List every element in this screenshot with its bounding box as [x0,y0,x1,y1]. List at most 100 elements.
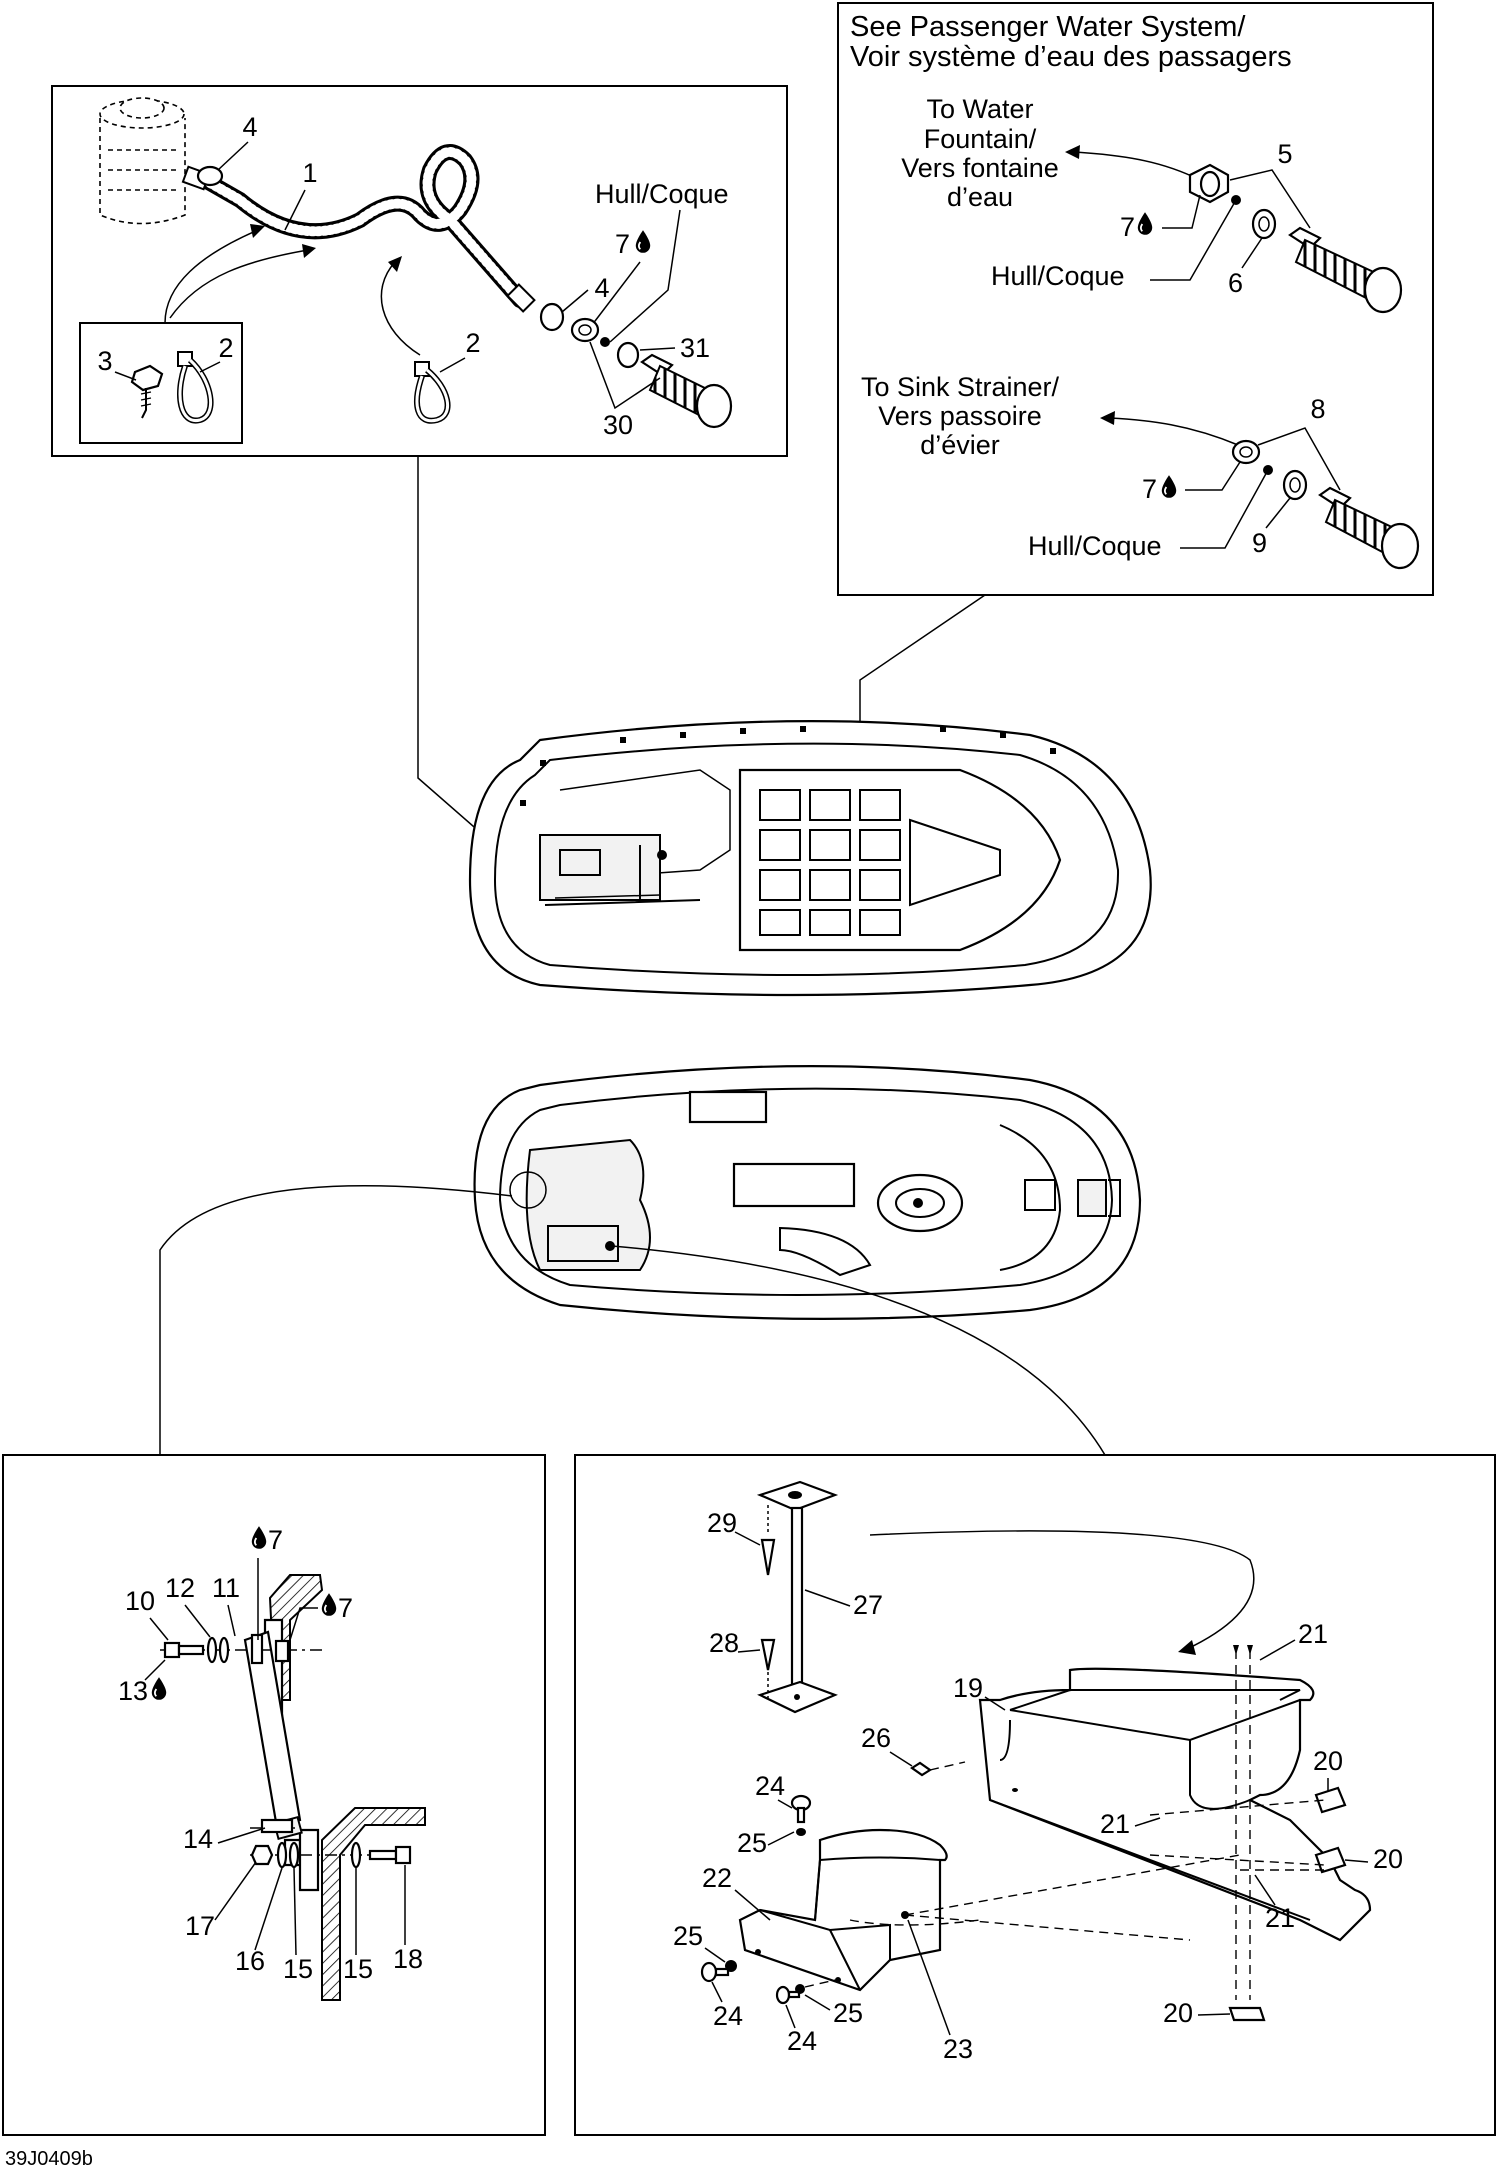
callout-3: 3 [97,346,112,376]
callout-21a: 21 [1298,1619,1328,1649]
callout-28: 28 [709,1628,739,1658]
bolt-18 [368,1849,398,1861]
callout-7b: 7 [338,1593,353,1623]
connector-circle-left [509,1171,547,1209]
callout-7a: 7 [268,1525,283,1555]
callout-9: 9 [1252,528,1267,558]
callout-13: 13 [118,1676,148,1706]
callout-25c: 25 [833,1998,863,2028]
tie-wrap-2b [414,361,451,424]
callout-31: 31 [680,333,710,363]
bracket-20a [1314,1786,1347,1814]
support-post-27 [756,1480,839,1714]
connector-top-right [859,594,986,730]
connector-bottom-left [159,1184,513,1455]
drop-icon [150,1676,168,1701]
hose-1 [200,147,525,305]
hull-label-a: Hull/Coque [991,261,1125,291]
bracket-20c [1228,2006,1266,2022]
bilge-pump [99,97,186,225]
callout-21c: 21 [1265,1903,1295,1933]
bracket-20b [1314,1846,1347,1874]
panel-frame [2,1454,546,2136]
sink-label-3: d’évier [920,430,1000,460]
storage-bin-19 [978,1667,1372,1942]
fountain-label-1: To Water [926,94,1033,124]
fountain-label-3: Vers fontaine [901,153,1059,183]
callout-12: 12 [165,1573,195,1603]
callout-24b: 24 [713,2001,743,2031]
washer-25b [725,1960,737,1972]
rivet-24a [790,1794,812,1824]
callout-7a: 7 [1120,212,1135,242]
screw-26 [910,1761,932,1777]
callout-15b: 15 [343,1954,373,1984]
bilge-pump-hose-panel: 4 1 4 Hull/Coque 7 31 30 [51,85,788,457]
washer-25c [795,1984,805,1994]
callout-4a: 4 [242,112,257,142]
storage-bin-panel: 29 28 27 19 21 20 [574,1454,1496,2136]
leader-8 [1257,427,1341,491]
drop-icon [634,229,652,254]
callout-10: 10 [125,1586,155,1616]
bolt-10 [163,1641,181,1659]
passenger-water-system-panel: See Passenger Water System/ Voir système… [837,2,1434,596]
nut-17 [250,1844,274,1866]
callout-30: 30 [603,410,633,440]
callout-2b: 2 [465,328,480,358]
callout-20c: 20 [1163,1998,1193,2028]
clamp-4b [539,302,565,332]
callout-23: 23 [943,2034,973,2064]
callout-5: 5 [1277,139,1292,169]
callout-4b: 4 [594,273,609,303]
callout-19: 19 [953,1673,983,1703]
connector-bottom-right [611,1245,1106,1456]
callout-20b: 20 [1373,1844,1403,1874]
panel-frame [51,85,788,457]
fountain-arrow [1074,151,1201,181]
sink-label-2: Vers passoire [878,401,1042,431]
callout-21b: 21 [1100,1809,1130,1839]
hull-label-b: Hull/Coque [1028,531,1162,561]
figure-code: 39J0409b [5,2148,93,2170]
mount-bracket-panel: 7 7 10 12 11 13 14 17 16 15 15 18 [2,1454,546,2136]
callout-6: 6 [1228,268,1243,298]
deck-front-compartment [525,1138,651,1271]
callout-8: 8 [1310,394,1325,424]
fountain-label-4: d’eau [947,182,1013,212]
callout-27: 27 [853,1590,883,1620]
rivet-24b [700,1961,730,1983]
callout-22: 22 [702,1863,732,1893]
leader-5 [1229,169,1311,229]
drop-icon [1160,474,1178,499]
panel-title-line1: See Passenger Water System/ [850,11,1246,43]
callout-17: 17 [185,1911,215,1941]
hull-section-lower [321,1807,426,2001]
callout-20a: 20 [1313,1746,1343,1776]
post-arrow [869,1530,1255,1651]
fitting-8-assembly [1231,439,1420,570]
tie-wrap-2a [177,351,214,424]
drop-icon [250,1525,268,1550]
panel-frame [837,2,1434,596]
callout-29: 29 [707,1508,737,1538]
fitting-5-assembly [1188,163,1403,314]
clamp-4a [196,165,224,187]
callout-25b: 25 [673,1921,703,1951]
panel-title-line2: Voir système d’eau des passagers [850,41,1292,73]
drop-icon [320,1592,338,1617]
panel-frame [574,1454,1496,2136]
callout-2a: 2 [218,333,233,363]
rivet-29 [760,1538,776,1576]
rivet-24c [775,1985,801,2005]
drop-icon [1136,211,1154,236]
inset-hardware-box [79,322,243,444]
deck-glovebox [732,1162,856,1208]
screw-3 [130,364,164,419]
callout-7b: 7 [1142,474,1157,504]
callout-24a: 24 [755,1771,785,1801]
sink-label-1: To Sink Strainer/ [861,372,1060,402]
callout-18: 18 [393,1944,423,1974]
callout-25a: 25 [737,1828,767,1858]
